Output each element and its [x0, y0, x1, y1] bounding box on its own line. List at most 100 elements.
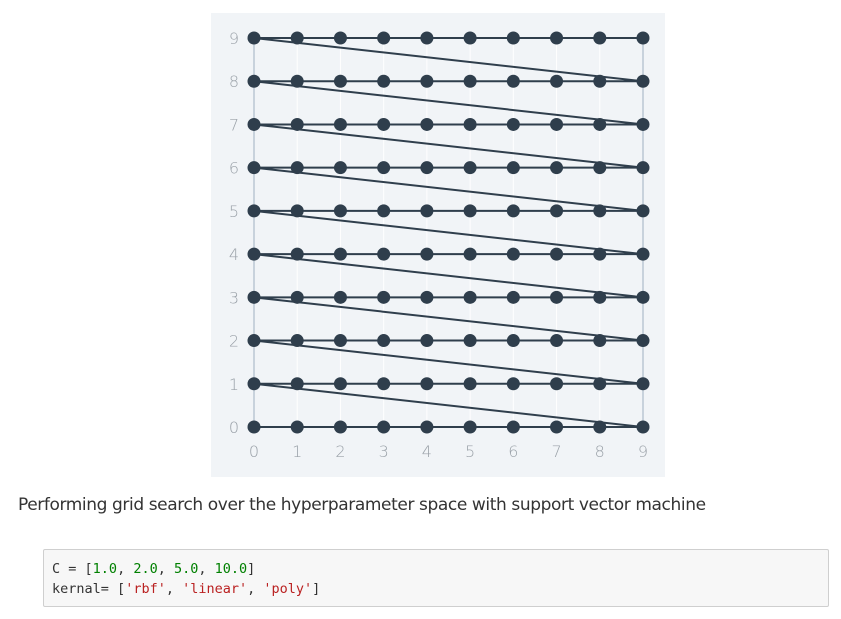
caption-text: Performing grid search over the hyperpar… — [18, 495, 706, 515]
code-separator: , — [198, 561, 215, 577]
data-point — [420, 247, 434, 261]
data-point — [420, 420, 434, 434]
data-point — [506, 204, 520, 218]
data-point — [506, 161, 520, 175]
data-point — [247, 420, 261, 434]
data-point — [333, 117, 347, 131]
code-value: 'poly' — [263, 581, 313, 597]
data-point — [247, 247, 261, 261]
data-point — [420, 377, 434, 391]
data-point — [333, 74, 347, 88]
data-point — [247, 377, 261, 391]
data-point — [290, 247, 304, 261]
data-point — [290, 334, 304, 348]
data-point — [550, 74, 564, 88]
code-value-list: 'rbf', 'linear', 'poly' — [125, 581, 312, 597]
data-point — [290, 161, 304, 175]
data-point — [636, 290, 650, 304]
data-point — [463, 31, 477, 45]
data-point — [420, 290, 434, 304]
x-tick-label: 8 — [595, 442, 605, 461]
code-value: 1.0 — [92, 561, 118, 577]
data-point — [506, 290, 520, 304]
data-point — [593, 117, 607, 131]
series-line — [253, 37, 644, 428]
code-separator: , — [117, 561, 134, 577]
data-point — [550, 204, 564, 218]
x-tick-label: 6 — [508, 442, 518, 461]
x-tick-label: 1 — [292, 442, 302, 461]
data-point — [636, 247, 650, 261]
data-point — [593, 161, 607, 175]
data-point — [333, 204, 347, 218]
y-tick-label: 2 — [229, 332, 239, 351]
data-point — [333, 377, 347, 391]
y-tick-label: 0 — [229, 418, 239, 437]
x-tick-label: 3 — [379, 442, 389, 461]
data-point — [247, 290, 261, 304]
data-point — [463, 161, 477, 175]
data-point — [506, 117, 520, 131]
data-point — [593, 247, 607, 261]
data-point — [420, 74, 434, 88]
code-bracket-close: ] — [312, 581, 321, 597]
code-separator: , — [157, 561, 174, 577]
data-point — [550, 290, 564, 304]
data-point — [463, 204, 477, 218]
data-point — [506, 420, 520, 434]
data-point — [593, 377, 607, 391]
data-point — [463, 334, 477, 348]
data-point — [377, 290, 391, 304]
data-point — [333, 161, 347, 175]
data-point — [550, 377, 564, 391]
data-point — [550, 334, 564, 348]
code-value: 5.0 — [173, 561, 199, 577]
data-point — [247, 204, 261, 218]
data-point — [506, 377, 520, 391]
data-point — [593, 31, 607, 45]
code-line-c: C = [1.0, 2.0, 5.0, 10.0] — [52, 559, 828, 579]
code-bracket-open: [ — [117, 581, 126, 597]
data-point — [377, 334, 391, 348]
data-point — [550, 247, 564, 261]
data-point — [636, 377, 650, 391]
data-point — [420, 161, 434, 175]
data-point — [333, 247, 347, 261]
data-point — [636, 204, 650, 218]
y-tick-label: 4 — [229, 245, 239, 264]
data-point — [333, 334, 347, 348]
data-point — [290, 74, 304, 88]
code-variable: kernal — [52, 581, 101, 597]
x-tick-label: 4 — [422, 442, 432, 461]
data-point — [377, 161, 391, 175]
data-point — [290, 290, 304, 304]
y-tick-label: 8 — [229, 72, 239, 91]
code-separator: , — [165, 581, 183, 597]
y-tick-label: 7 — [229, 115, 239, 134]
y-tick-label: 5 — [229, 202, 239, 221]
code-value: 'linear' — [182, 581, 248, 597]
data-point — [593, 290, 607, 304]
data-point — [420, 31, 434, 45]
data-point — [420, 117, 434, 131]
code-bracket-close: ] — [247, 561, 256, 577]
code-value: 'rbf' — [125, 581, 166, 597]
data-point — [247, 334, 261, 348]
data-point — [593, 204, 607, 218]
data-point — [506, 334, 520, 348]
data-point — [420, 204, 434, 218]
data-point — [333, 420, 347, 434]
data-point — [463, 117, 477, 131]
data-point — [333, 290, 347, 304]
code-value: 2.0 — [133, 561, 158, 577]
x-tick-label: 9 — [638, 442, 648, 461]
data-point — [593, 420, 607, 434]
data-point — [593, 74, 607, 88]
code-cell[interactable]: C = [1.0, 2.0, 5.0, 10.0] kernal= ['rbf'… — [43, 549, 829, 607]
data-point — [550, 161, 564, 175]
data-point — [463, 420, 477, 434]
